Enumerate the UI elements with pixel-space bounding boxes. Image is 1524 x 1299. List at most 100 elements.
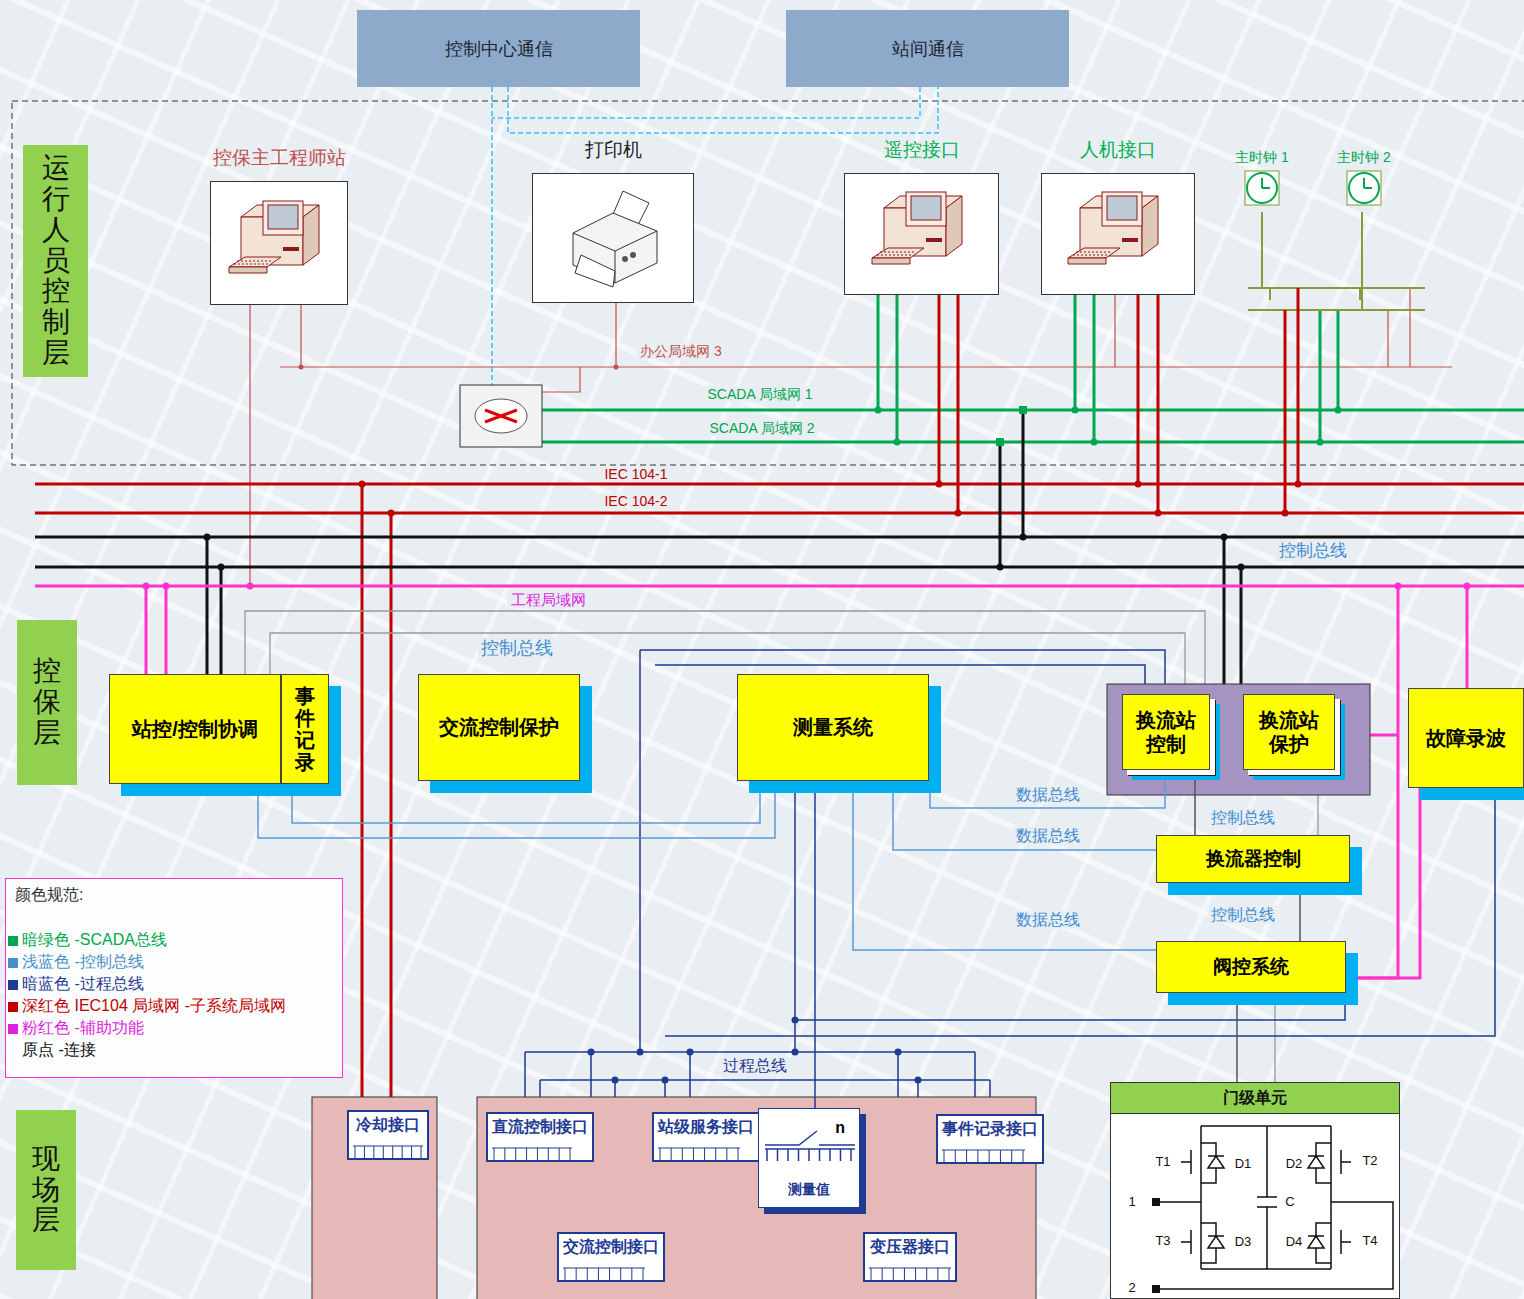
- interface-box: 事件记录接口: [936, 1114, 1044, 1164]
- pin-tick: [631, 1268, 632, 1280]
- drawing-circle: [1395, 583, 1402, 590]
- drawing-path: [234, 261, 271, 264]
- node-text: 运行人员控制层: [42, 153, 70, 369]
- drawing-g: [1156, 1126, 1393, 1289]
- pin-tick: [726, 1148, 727, 1160]
- drawing-path: [1068, 248, 1120, 258]
- drawing-rect: [312, 1097, 437, 1299]
- node-text: 交流控制接口: [563, 1237, 659, 1256]
- drawing-path: [1364, 178, 1372, 188]
- drawing-path: [798, 1149, 800, 1161]
- drawing-rect: [1347, 171, 1381, 205]
- node-text: 控保层: [33, 656, 61, 748]
- drawing-circle: [359, 481, 366, 488]
- node-text: 故障录波: [1426, 725, 1506, 752]
- legend-swatch: [8, 1002, 18, 1012]
- clock-frame: [1346, 170, 1382, 210]
- drawing-path: [1073, 252, 1110, 255]
- interface-box: 冷却接口: [347, 1110, 429, 1160]
- drawing-circle: [915, 1077, 922, 1084]
- legend-row: 暗绿色 -SCADA总线: [8, 930, 167, 951]
- drawing-path: [939, 288, 1298, 513]
- drawing-circle: [247, 583, 254, 590]
- node-text: 直流控制接口: [492, 1117, 588, 1136]
- legend-swatch: [8, 980, 18, 990]
- workstation-node: 遥控接口: [844, 137, 999, 295]
- drawing-g: [35, 410, 1524, 684]
- node-text: 主时钟 1: [1235, 148, 1289, 166]
- pin-tick: [937, 1268, 938, 1280]
- drawing-path: [946, 196, 962, 256]
- computer-icon: [866, 186, 978, 282]
- circuit-label: C: [1282, 1195, 1297, 1210]
- node-text: 测量值: [788, 1181, 830, 1199]
- pin-tick: [915, 1268, 916, 1280]
- node-text: 控制中心通信: [445, 37, 553, 61]
- pin-rail: [563, 1268, 645, 1269]
- drawing-path: [1208, 1236, 1324, 1248]
- drawing-circle: [612, 1077, 619, 1084]
- pin-tick: [704, 1148, 705, 1160]
- layer-band: 现场层: [16, 1110, 76, 1270]
- legend-swatch: [8, 1024, 18, 1034]
- drawing-circle: [1247, 173, 1277, 203]
- pin-tick: [926, 1268, 927, 1280]
- pin-tick: [1011, 1150, 1012, 1162]
- drawing-rect: [906, 192, 946, 226]
- legend-swatch: [8, 936, 18, 946]
- drawing-g: [875, 406, 1342, 446]
- legend-heading: 颜色规范:: [12, 886, 86, 904]
- node-text: 交流控制保护: [439, 714, 559, 741]
- pin-tick: [565, 1268, 566, 1280]
- node-text: 门级单元: [1223, 1089, 1287, 1106]
- drawing-path: [872, 258, 910, 264]
- drawing-circle: [1317, 439, 1324, 446]
- drawing-rect: [911, 196, 941, 220]
- drawing-rect: [996, 438, 1004, 446]
- pin-tick: [383, 1146, 384, 1158]
- pin-tick: [559, 1148, 560, 1160]
- function-box: 测量系统: [737, 674, 929, 781]
- pin-tick: [402, 1146, 403, 1158]
- clock-icon: [1346, 170, 1382, 206]
- layer-band: 控保层: [17, 620, 77, 785]
- workstation-node: 打印机: [532, 137, 694, 303]
- drawing-path: [249, 305, 250, 586]
- node-text: 主时钟 2: [1337, 148, 1391, 166]
- edge-label: 控制总线: [1208, 809, 1278, 827]
- drawing-rect: [268, 205, 298, 229]
- measurement-box: n测量值: [758, 1108, 860, 1208]
- pin-tick: [893, 1268, 894, 1280]
- drawing-path: [777, 1149, 779, 1161]
- drawing-path: [640, 650, 1165, 1052]
- edge-label: 数据总线: [1013, 827, 1083, 845]
- pin-rail: [492, 1148, 572, 1149]
- node-text: 打印机: [585, 137, 642, 163]
- pin-rail: [942, 1150, 1025, 1151]
- comm-box: 控制中心通信: [357, 10, 640, 87]
- drawing-circle: [630, 252, 636, 258]
- drawing-rect: [1245, 171, 1279, 205]
- pin-tick: [904, 1268, 905, 1280]
- pin-tick: [1000, 1150, 1001, 1162]
- pin-tick: [738, 1148, 739, 1160]
- node-text: 事件记录接口: [942, 1119, 1038, 1138]
- legend-row: 原点 -连接: [8, 1040, 96, 1061]
- drawing-rect: [1102, 192, 1142, 226]
- icon-frame: [844, 173, 999, 295]
- pin-tick: [576, 1268, 577, 1280]
- node-text: 站级服务接口: [658, 1117, 754, 1136]
- function-box: 事件记录: [281, 674, 329, 784]
- legend-text: 浅蓝色 -控制总线: [22, 952, 144, 973]
- drawing-circle: [1072, 407, 1079, 414]
- drawing-circle: [1135, 481, 1142, 488]
- bus-connector: [893, 781, 1156, 850]
- h-bridge-circuit: [1111, 1083, 1401, 1299]
- pin-comb: [865, 1266, 955, 1280]
- pin-comb: [559, 1266, 649, 1280]
- drawing-circle: [218, 564, 225, 571]
- drawing-path: [1341, 1230, 1351, 1254]
- circuit-label: D1: [1232, 1157, 1255, 1172]
- bus-label: 控制总线: [1276, 541, 1350, 561]
